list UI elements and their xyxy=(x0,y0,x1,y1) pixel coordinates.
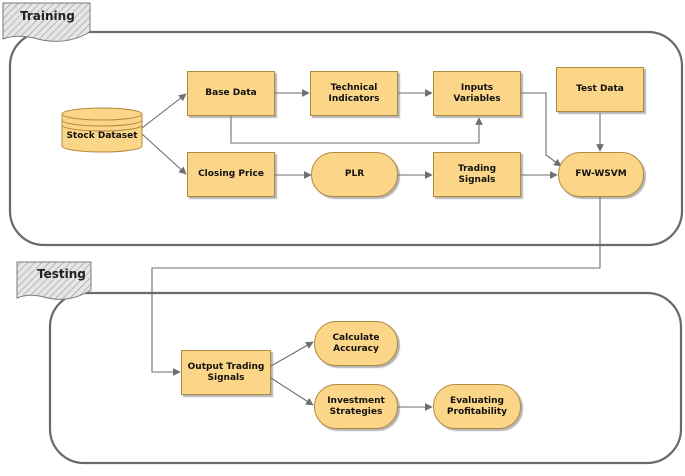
evaluating-profitability-box: Evaluating Profitability xyxy=(433,384,521,429)
stock-dataset-cylinder xyxy=(61,107,143,153)
stock-dataset-label: Stock Dataset xyxy=(66,131,138,141)
inputs-variables-box: Inputs Variables xyxy=(433,71,521,116)
testing-tab xyxy=(16,261,92,300)
testing-panel xyxy=(48,291,683,465)
testing-label: Testing xyxy=(37,267,86,281)
trading-signals-box: Trading Signals xyxy=(433,152,521,197)
arrow-fwwsvm-to-output xyxy=(151,197,601,376)
arrow-base-to-inputs-loop xyxy=(230,116,483,144)
arrow-inputs-to-fwwsvm xyxy=(521,92,562,167)
training-tab xyxy=(2,2,91,42)
investment-strategies-box: Investment Strategies xyxy=(314,384,398,429)
arrow-output-to-accuracy xyxy=(270,341,314,367)
arrow-dataset-to-base xyxy=(141,93,187,129)
fw-wsvm-box: FW-WSVM xyxy=(558,152,644,197)
training-label: Training xyxy=(20,9,75,23)
test-data-box: Test Data xyxy=(556,67,644,112)
base-data-box: Base Data xyxy=(187,71,275,116)
arrow-dataset-to-closing xyxy=(141,133,187,175)
arrow-output-to-investment xyxy=(270,377,314,406)
plr-box: PLR xyxy=(311,152,398,197)
output-trading-signals-box: Output Trading Signals xyxy=(181,350,271,395)
closing-price-box: Closing Price xyxy=(187,152,275,197)
technical-indicators-box: Technical Indicators xyxy=(310,71,398,116)
calculate-accuracy-box: Calculate Accuracy xyxy=(314,321,398,366)
